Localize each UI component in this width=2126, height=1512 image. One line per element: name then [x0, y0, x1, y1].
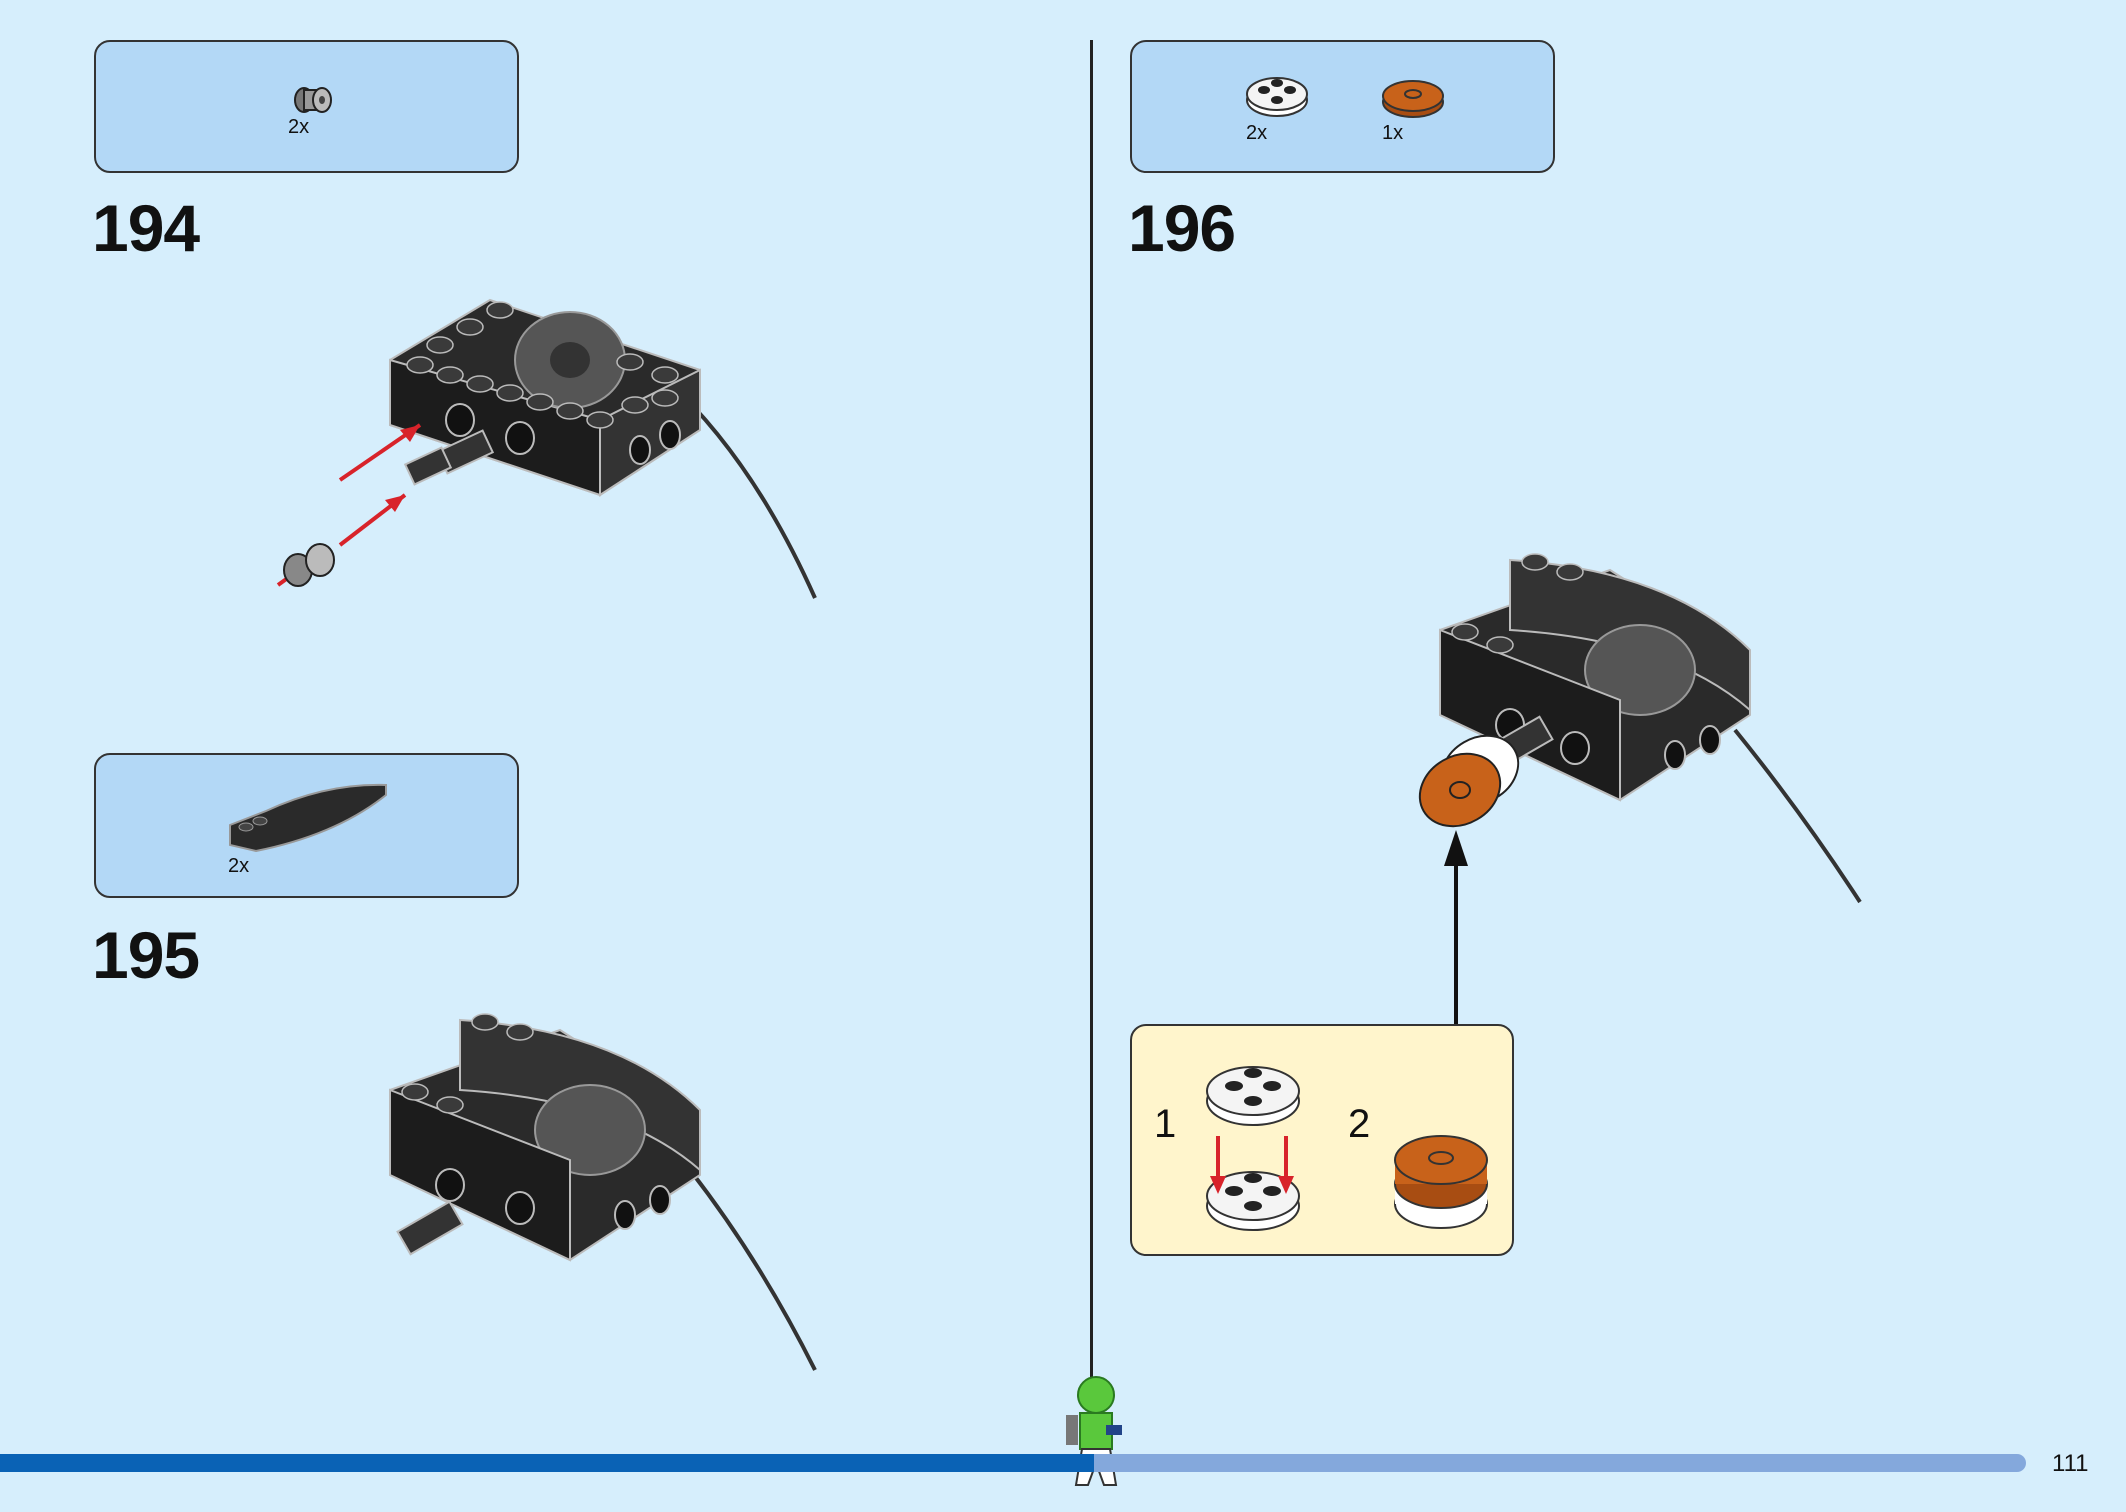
round-stack-orange-icon	[1394, 1135, 1488, 1229]
part-quantity: 1x	[1382, 122, 1404, 144]
progress-bar-complete	[0, 1454, 1094, 1472]
round-plate-white-icon	[1246, 77, 1308, 117]
substep-number-2: 2	[1348, 1102, 1371, 1146]
technic-bush-icon	[294, 87, 332, 113]
parts-list-box-196: 2x 1x	[1130, 40, 1555, 173]
parts-list-box-194: 2x	[94, 40, 519, 173]
parts-list-box-195: 2x	[94, 753, 519, 898]
step-195-illustration	[389, 1013, 817, 1371]
substep-box: 1 2	[1130, 1024, 1514, 1256]
round-plate-white-icon	[1206, 1066, 1300, 1231]
curved-slope-brick-icon	[229, 783, 387, 853]
page-number: 111	[2052, 1450, 2089, 1477]
part-quantity: 2x	[228, 855, 250, 877]
part-quantity: 2x	[1246, 122, 1268, 144]
substep-number-1: 1	[1154, 1102, 1177, 1146]
placement-arrow	[1444, 830, 1468, 1030]
step-number-195: 195	[92, 918, 200, 992]
part-quantity: 2x	[288, 116, 310, 138]
page-divider	[1090, 40, 1093, 1445]
step-194-illustration	[276, 298, 817, 599]
round-tile-orange-icon	[1382, 80, 1444, 118]
progress-bar-remaining	[1094, 1454, 2026, 1472]
step-number-196: 196	[1128, 191, 1236, 265]
step-196-illustration	[1418, 553, 1862, 904]
step-number-194: 194	[92, 191, 200, 265]
